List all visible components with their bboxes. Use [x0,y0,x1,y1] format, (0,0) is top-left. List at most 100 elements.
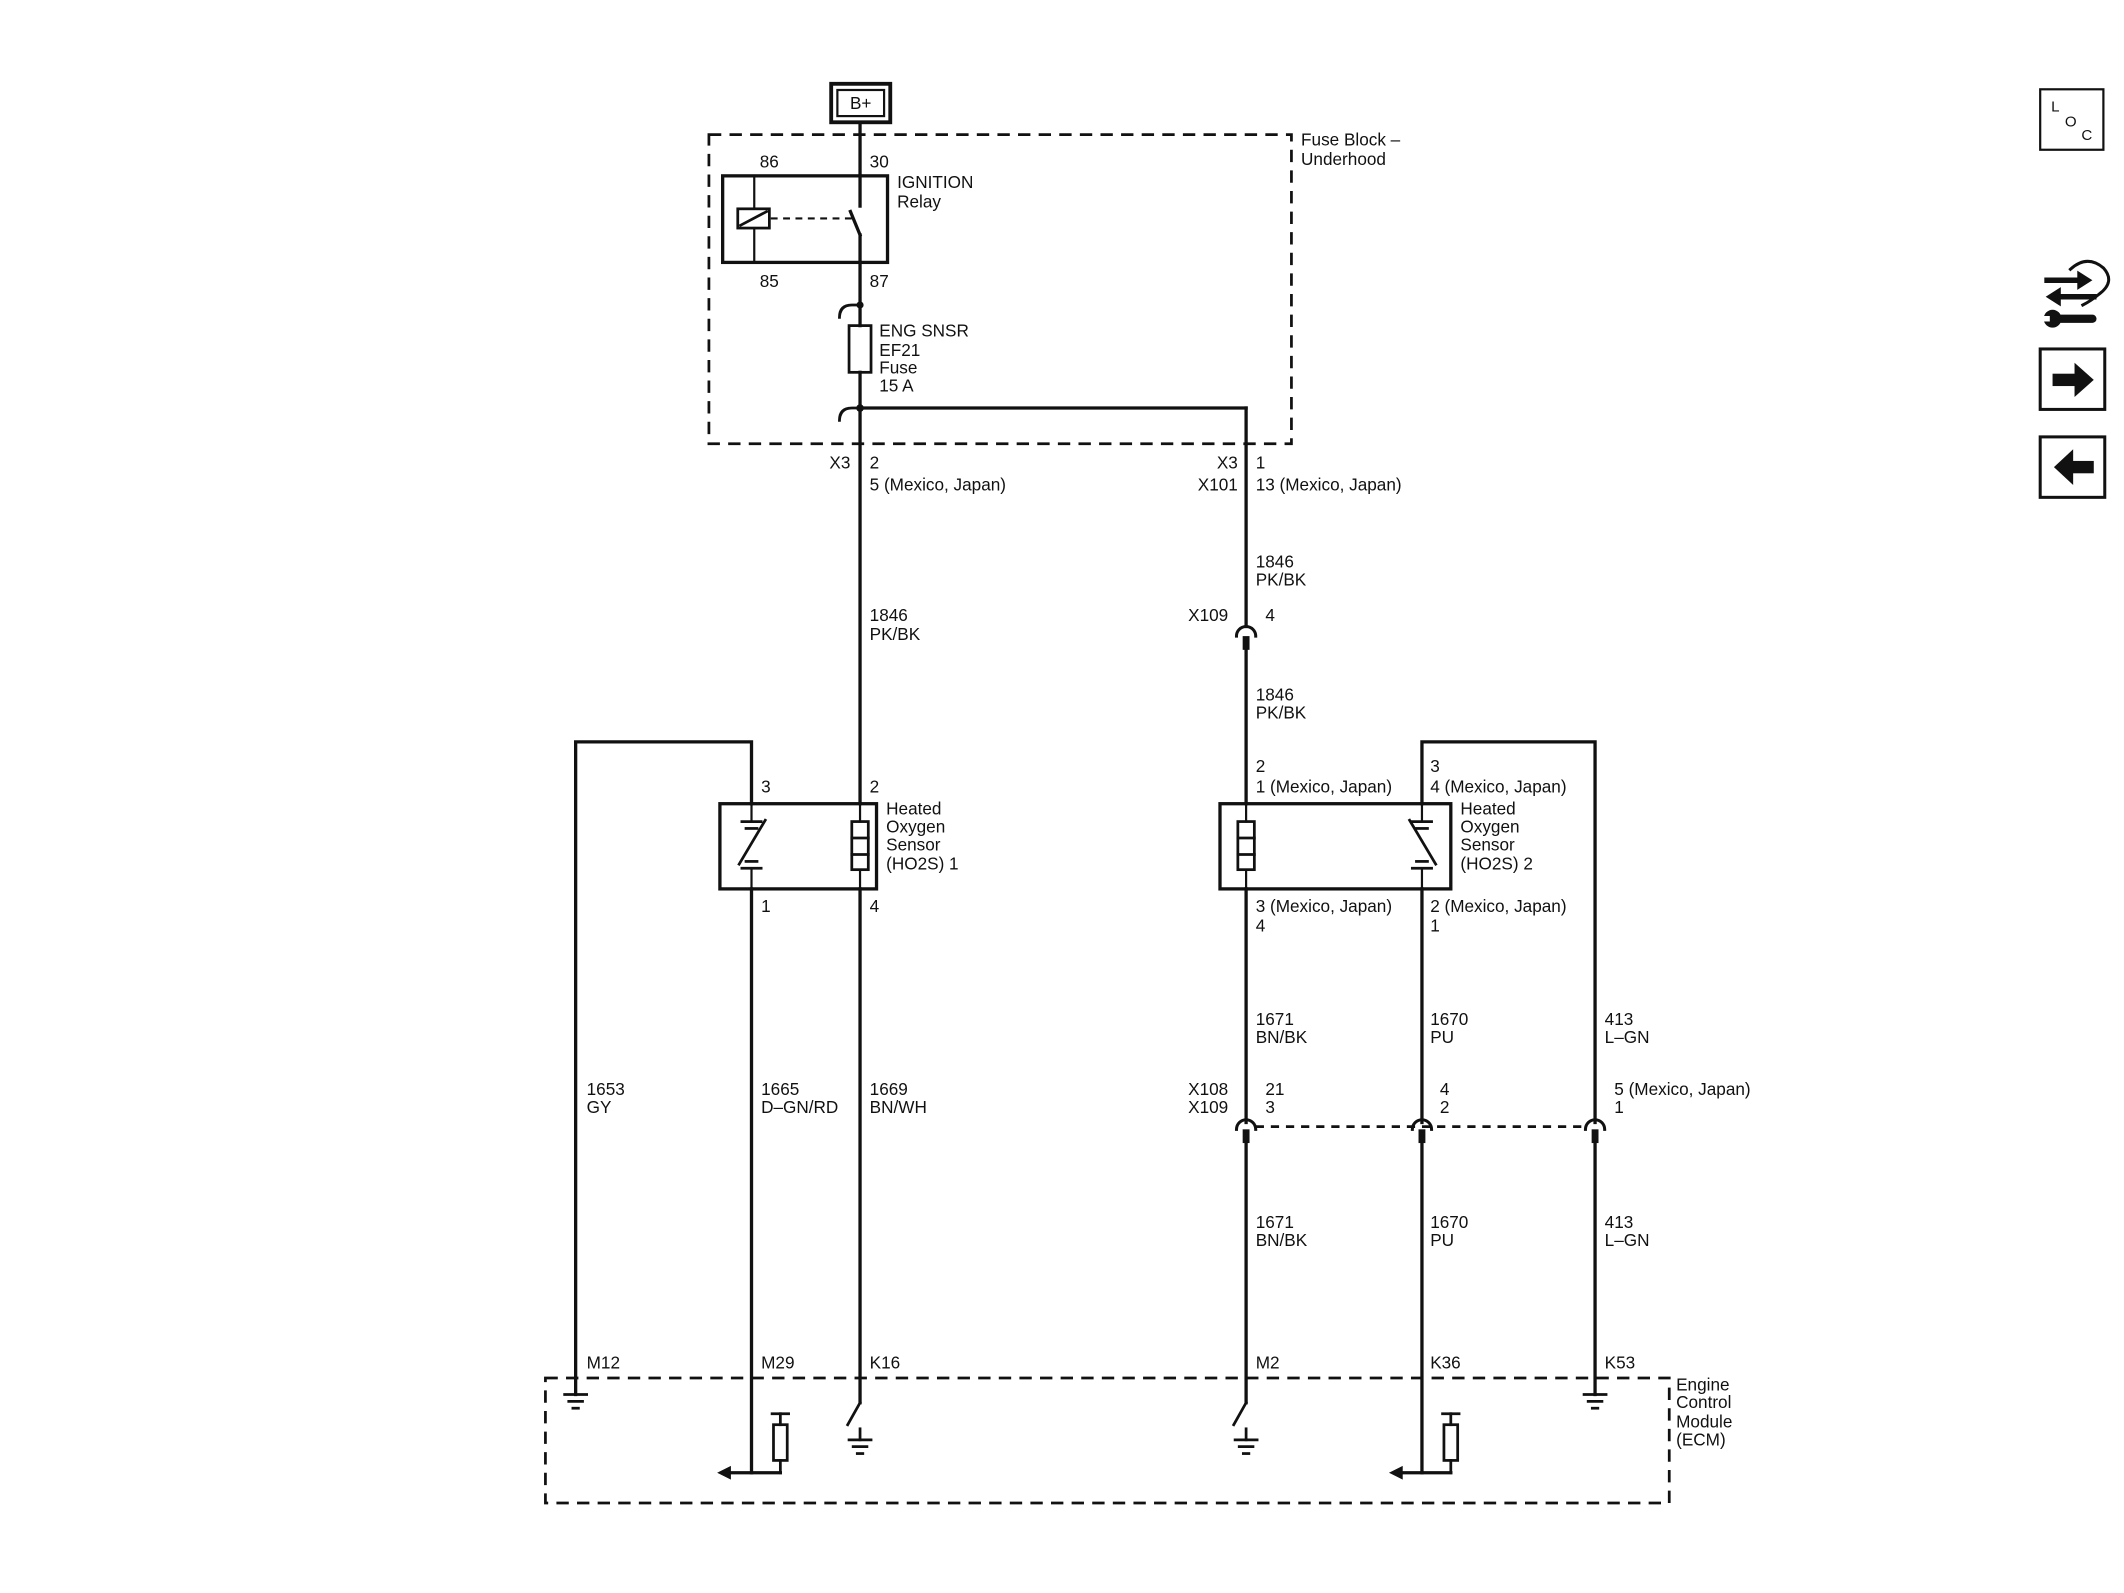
ecm-k53-ground-symbol [1582,1393,1608,1410]
connector-x3-right-pin: 1 [1256,452,1266,472]
wire-k16-circuit: 1669 [870,1079,908,1099]
heated-oxygen-sensor-1: 3 2 1 4 Heated Oxygen Sensor (HO2S) 1 [718,777,959,916]
relay-name-line2: Relay [897,191,941,211]
service-tools-loop-outline [2068,259,2111,308]
connector-x3-left-alt-pin: 5 (Mexico, Japan) [870,474,1006,494]
ecm-name-line4: (ECM) [1676,1429,1726,1449]
inline-lower-col2-pin-x109: 2 [1440,1097,1450,1117]
connector-x101-pin: 13 (Mexico, Japan) [1256,474,1402,494]
wire-m12-circuit: 1653 [587,1079,625,1099]
component-locator-button[interactable]: L O C [2039,88,2105,151]
m29-resistor [772,1423,789,1462]
ho2s2-heater-element [1236,820,1256,872]
connector-x101-label: X101 [1198,474,1238,494]
wire-m2-lower-circuit: 1671 [1256,1212,1294,1232]
next-page-button[interactable] [2038,347,2107,411]
inline-lower-female-terminal-3 [1583,1118,1607,1131]
loc-icon-letter-l: L [2051,98,2059,115]
relay-switch-blade [848,209,863,238]
ecm-k36-input-circuit [1388,1412,1461,1480]
wire-feed-right-lower-color: PK/BK [1256,703,1307,723]
ecm-pin-m2: M2 [1256,1352,1280,1372]
ecm-name-line1: Engine [1676,1374,1729,1394]
relay-pin-87: 87 [870,271,889,291]
wrench-handle [2056,314,2097,323]
service-tools-icon[interactable] [2037,257,2111,331]
wrench-head [2043,309,2062,328]
relay-pin-86: 86 [760,152,779,172]
fuse-ef21: ENG SNSR EF21 Fuse 15 A [838,260,969,422]
wire-m2-lower-color: BN/BK [1256,1230,1308,1250]
ecm-pin-k36: K36 [1430,1352,1461,1372]
previous-page-button[interactable] [2038,435,2107,499]
relay-coil-slash [738,209,769,228]
ecm-k16-driver-switch [845,1400,873,1455]
loc-icon-letter-o: O [2065,113,2077,130]
inline-connector-x109-upper: X109 4 [1188,605,1275,650]
ho2s1-body [718,802,879,891]
ecm-name-line2: Control [1676,1392,1731,1412]
ecm-m12-ground-symbol [563,1393,589,1410]
ho2s2-pin-bottom-right-alt: 2 (Mexico, Japan) [1430,896,1566,916]
wire-feed-right-upper-circuit: 1846 [1256,551,1294,571]
fuse-output-terminal-symbol [838,406,862,422]
fuse-label-line3: Fuse [879,358,917,378]
inline-lower-connector-x109: X109 [1188,1097,1228,1117]
inline-lower-female-terminal-1 [1234,1118,1258,1131]
wire-feed-left-circuit: 1846 [870,605,908,625]
ho2s2-pin-bottom-left-alt: 3 (Mexico, Japan) [1256,896,1392,916]
relay-pin-30: 30 [870,152,889,172]
m2-switch-blade [1231,1400,1248,1427]
wire-k36-upper-color: PU [1430,1027,1454,1047]
ignition-relay: 86 30 85 87 IGNITION Relay [721,152,973,291]
wire-feed-left-color: PK/BK [870,624,921,644]
service-tools-right-arrow-head [2077,270,2093,290]
ho2s2-pin-bottom-left: 4 [1256,915,1266,935]
left-arrow-icon [2053,449,2074,485]
ecm-pin-m12: M12 [587,1352,620,1372]
ho2s1-name-line1: Heated [886,799,941,819]
inline-connector-x108-x109-lower: X108 X109 21 3 4 2 5 (Mexico, Japan) 1 [1188,1079,1751,1144]
x109-upper-female-terminal [1234,624,1258,638]
connector-x3-right-label: X3 [1217,452,1238,472]
ho2s1-pin-bottom-right: 4 [870,896,880,916]
inline-lower-col3-pin-x109: 1 [1614,1097,1624,1117]
power-source-b-plus: B+ [829,81,893,125]
next-button-frame[interactable] [2038,347,2107,411]
fuse-input-junction-dot [856,301,864,309]
inline-lower-col2-pin-x108: 4 [1440,1079,1450,1099]
relay-name-line1: IGNITION [897,172,973,192]
wire-m2-upper-color: BN/BK [1256,1027,1308,1047]
fuse-label-line4: 15 A [879,376,914,396]
connector-x3-left-label: X3 [829,452,850,472]
wire-ho2s1-to-m12 [574,740,754,1397]
wire-k36-upper-circuit: 1670 [1430,1009,1468,1029]
inline-lower-col1-pin-x108: 21 [1265,1079,1284,1099]
inline-lower-male-terminal-3 [1591,1129,1599,1144]
ho2s2-name-line1: Heated [1460,799,1515,819]
fuse-element [847,324,873,374]
ho2s2-body [1218,802,1453,891]
engine-control-module: Engine Control Module (ECM) M12 M29 K16 … [544,1352,1732,1505]
ecm-pin-m29: M29 [761,1352,794,1372]
k16-switch-blade [845,1400,862,1427]
loc-icon-frame[interactable] [2039,88,2105,151]
fuse-block-boundary [707,133,1293,446]
fuse-block-label-line2: Underhood [1301,149,1386,169]
wire-k53-lower-circuit: 413 [1605,1212,1634,1232]
wire-m29-circuit: 1665 [761,1079,799,1099]
k36-resistor [1442,1423,1460,1462]
service-tools-left-arrow-head [2045,287,2061,307]
right-arrow-icon-shaft [2052,373,2078,387]
wire-k16-color: BN/WH [870,1097,927,1117]
ho2s2-pin-top-left-alt: 1 (Mexico, Japan) [1256,777,1392,797]
ecm-m29-input-circuit [717,1412,790,1480]
wire-m12-color: GY [587,1097,612,1117]
x109-upper-pin: 4 [1265,605,1275,625]
ho2s1-element-variable-arrow [737,818,768,867]
ecm-name-line3: Module [1676,1411,1732,1431]
ho2s1-name-line4: (HO2S) 1 [886,854,958,874]
inline-lower-male-terminal-2 [1418,1129,1426,1144]
k36-input-arrow-icon [1388,1465,1403,1480]
